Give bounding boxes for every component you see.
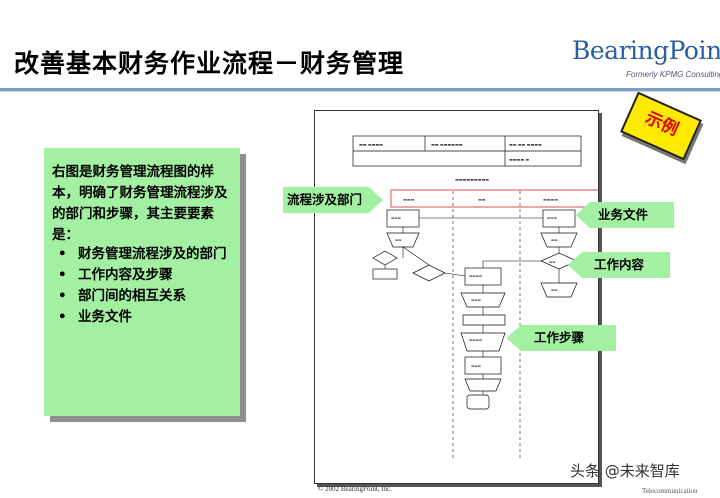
svg-text:▬▬ ▬▬▬▬: ▬▬ ▬▬▬▬ (359, 142, 383, 147)
svg-text:▬▬ ▬▬▬▬▬▬: ▬▬ ▬▬▬▬▬▬ (431, 142, 463, 147)
callout-departments: 流程涉及部门 (283, 187, 383, 213)
svg-text:▬▬▬▬ ▬: ▬▬▬▬ ▬ (509, 157, 529, 162)
description-panel: 右图是财务管理流程图的样本，明确了财务管理流程涉及的部门和步骤，其主要要素是： … (44, 148, 240, 416)
svg-text:▬▬: ▬▬ (549, 260, 556, 264)
svg-text:▬▬: ▬▬ (551, 238, 558, 242)
list-item: 财务管理流程涉及的部门 (52, 244, 238, 265)
callout-content-label: 工作内容 (594, 257, 645, 272)
callout-departments-label: 流程涉及部门 (287, 192, 363, 207)
title-divider (0, 88, 720, 91)
title-divider-light (0, 91, 720, 92)
svg-text:▬▬▬: ▬▬▬ (403, 197, 415, 202)
flowchart-sample-document: ▬▬ ▬▬▬▬ ▬▬ ▬▬▬▬▬▬ ▬▬ ▬▬ ▬▬▬▬ ▬▬▬▬ ▬ ▬▬▬▬… (314, 110, 604, 484)
svg-text:▬▬▬: ▬▬▬ (391, 216, 401, 220)
svg-text:▬▬▬: ▬▬▬ (471, 364, 481, 368)
svg-text:▬▬▬: ▬▬▬ (547, 216, 557, 220)
copyright-text: © 2002 BearingPoint, Inc. (318, 485, 392, 493)
example-stamp: 示例 (620, 91, 702, 161)
company-logo: BearingPoint Formerly KPMG Consulting (572, 36, 720, 84)
svg-text:▬▬: ▬▬ (551, 288, 558, 292)
watermark-text: 头条 @未来智库 (570, 462, 680, 480)
svg-text:▬▬: ▬▬ (478, 197, 486, 202)
description-intro: 右图是财务管理流程图的样本，明确了财务管理流程涉及的部门和步骤，其主要要素是： (52, 164, 228, 243)
list-item: 业务文件 (52, 307, 238, 328)
element-list: 财务管理流程涉及的部门 工作内容及步骤 部门间的相互关系 业务文件 (52, 244, 238, 328)
logo-tagline: Formerly KPMG Consulting (626, 70, 720, 79)
stamp-label: 示例 (642, 108, 682, 141)
svg-text:▬▬▬▬: ▬▬▬▬ (469, 274, 482, 278)
page-title: 改善基本财务作业流程－财务管理 (14, 49, 405, 78)
svg-text:▬▬▬▬: ▬▬▬▬ (469, 338, 482, 342)
svg-text:▬▬▬▬: ▬▬▬▬ (543, 197, 558, 202)
list-item: 部门间的相互关系 (52, 286, 238, 307)
svg-text:▬▬ ▬▬ ▬▬▬▬: ▬▬ ▬▬ ▬▬▬▬ (509, 142, 542, 147)
svg-text:▬▬▬▬▬▬▬▬▬: ▬▬▬▬▬▬▬▬▬ (455, 177, 489, 182)
list-item: 工作内容及步骤 (52, 265, 238, 286)
flowchart-image: ▬▬ ▬▬▬▬ ▬▬ ▬▬▬▬▬▬ ▬▬ ▬▬ ▬▬▬▬ ▬▬▬▬ ▬ ▬▬▬▬… (352, 135, 604, 461)
callout-documents: 业务文件 (576, 202, 674, 228)
callout-steps: 工作步骤 (506, 325, 616, 351)
svg-text:▬▬: ▬▬ (395, 238, 402, 242)
callout-documents-label: 业务文件 (598, 207, 649, 222)
svg-text:▬▬▬: ▬▬▬ (471, 298, 481, 302)
callout-content: 工作内容 (568, 252, 670, 278)
logo-wordmark: BearingPoint (572, 36, 720, 65)
callout-steps-label: 工作步骤 (534, 330, 585, 345)
section-label: Telecommunication (642, 487, 698, 495)
